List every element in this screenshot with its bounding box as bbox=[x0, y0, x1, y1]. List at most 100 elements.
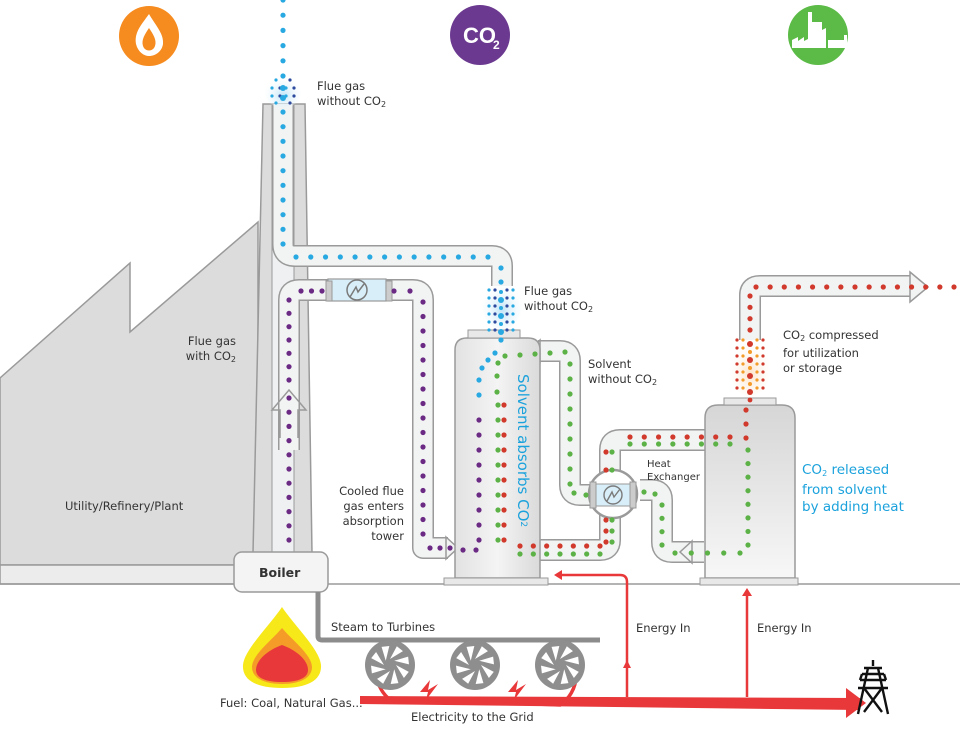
co2-flue-gas-dot bbox=[420, 400, 426, 407]
flue-gas-dot bbox=[492, 350, 498, 356]
solvent-dot bbox=[570, 551, 576, 557]
solvent-dot bbox=[495, 417, 501, 423]
flue-gas-dot bbox=[479, 365, 485, 371]
co2-released-line3: by adding heat bbox=[802, 499, 904, 515]
solvent-dot bbox=[745, 501, 751, 507]
co2-dot bbox=[880, 284, 886, 290]
flue-gas-dot bbox=[487, 312, 491, 316]
co2-flue-gas-dot bbox=[286, 509, 292, 515]
cooled-line3: absorption bbox=[342, 514, 404, 528]
flue-gas-dot bbox=[337, 254, 343, 260]
co2-dot bbox=[603, 539, 609, 545]
co2-flue-gas-dot bbox=[286, 438, 292, 444]
flue-gas-dot bbox=[280, 197, 286, 203]
tower-flue-gas-line1: Flue gas bbox=[524, 284, 573, 298]
co2-flue-gas-dot bbox=[473, 547, 479, 553]
solvent-dot bbox=[655, 441, 662, 447]
co2-flue-gas-dot bbox=[286, 494, 292, 500]
energy-in-line-1 bbox=[554, 570, 631, 697]
solvent-absorbs-text: Solvent absorbs CO bbox=[514, 374, 532, 522]
solvent-dot bbox=[659, 502, 665, 508]
co2-dot bbox=[761, 370, 765, 374]
co2-dot bbox=[741, 370, 745, 374]
flue-gas-dot bbox=[280, 85, 286, 91]
stack-flue-gas-line2: without CO bbox=[317, 94, 381, 108]
flue-gas-dot bbox=[505, 312, 509, 316]
solvent-dot bbox=[609, 517, 615, 523]
solvent-dot bbox=[672, 550, 678, 556]
co2-dot bbox=[603, 449, 609, 455]
co2-flue-gas-dot bbox=[420, 458, 426, 465]
co2-compressed-label: CO2 compressed for utilization or storag… bbox=[783, 328, 879, 376]
flue-gas-dot bbox=[493, 304, 497, 308]
co2-dot bbox=[735, 338, 739, 342]
co2-dot bbox=[684, 434, 690, 440]
solvent-dot bbox=[567, 466, 573, 472]
solvent-dot bbox=[495, 462, 501, 468]
co2-dot bbox=[741, 338, 745, 342]
co2-dot bbox=[755, 378, 759, 382]
solvent-dot bbox=[494, 373, 500, 379]
flue-gas-dot bbox=[288, 101, 292, 105]
solvent-dot bbox=[495, 360, 501, 366]
co2-dot bbox=[501, 447, 507, 453]
flue-gas-dot bbox=[308, 254, 314, 260]
co2-dot bbox=[743, 435, 749, 441]
co2-dot bbox=[517, 543, 523, 549]
flue-gas-dot bbox=[498, 329, 504, 335]
co2-dot bbox=[747, 293, 753, 299]
subscript: 2 bbox=[651, 378, 658, 387]
tower-flue-gas-label: Flue gas without CO2 bbox=[524, 284, 593, 317]
co2-flue-gas-dot bbox=[420, 502, 426, 508]
solvent-line1: Solvent bbox=[588, 357, 632, 371]
solvent-dot bbox=[688, 550, 694, 556]
heat-exchanger bbox=[587, 468, 639, 520]
co2-dot bbox=[748, 350, 752, 354]
co2-dot bbox=[747, 341, 753, 347]
solvent-line2: without CO bbox=[588, 372, 652, 386]
co2-flue-gas-dot bbox=[476, 537, 482, 543]
co2-text: CO bbox=[802, 462, 823, 478]
solvent-dot bbox=[684, 441, 690, 447]
solvent-dot bbox=[567, 481, 573, 487]
flow-dots bbox=[270, 0, 957, 557]
solvent-dot bbox=[567, 436, 573, 442]
solvent-dot bbox=[495, 432, 501, 438]
flue-gas-dot bbox=[487, 304, 491, 308]
solvent-without-co2-label: Solvent without CO2 bbox=[588, 357, 657, 390]
co2-dot bbox=[544, 543, 550, 549]
flue-gas-dot bbox=[280, 27, 286, 33]
co2-flue-gas-dot bbox=[286, 423, 292, 429]
co2-dot bbox=[603, 517, 609, 523]
flue-gas-dot bbox=[476, 392, 482, 398]
co2-dot bbox=[501, 417, 507, 423]
co2-flue-gas-dot bbox=[286, 537, 292, 543]
co2-dot bbox=[838, 284, 844, 290]
turbine-icon bbox=[450, 640, 500, 690]
flue-gas-dot bbox=[396, 254, 402, 260]
industry-icon bbox=[788, 5, 848, 65]
co2-dot bbox=[501, 402, 507, 408]
solvent-dot bbox=[567, 361, 573, 367]
flue-gas-dot bbox=[367, 254, 373, 260]
solvent-dot bbox=[495, 522, 501, 528]
solvent-dot bbox=[652, 491, 658, 497]
co2-released-label: CO2 released from solvent by adding heat bbox=[802, 462, 904, 516]
co2-dot bbox=[761, 354, 765, 358]
solvent-dot bbox=[502, 353, 508, 359]
co2-flue-gas-dot bbox=[420, 371, 426, 378]
co2-dot bbox=[748, 382, 752, 386]
flue-gas-dot bbox=[274, 78, 278, 82]
solvent-dot bbox=[567, 421, 573, 427]
co2-flue-gas-dot bbox=[420, 444, 426, 450]
flue-gas-dot bbox=[280, 138, 286, 144]
co2-icon: CO 2 bbox=[450, 5, 510, 65]
subscript: 2 bbox=[800, 334, 806, 343]
absorber-tower bbox=[443, 329, 549, 586]
co2-dot bbox=[735, 370, 739, 374]
turbine-icon bbox=[365, 640, 415, 690]
flue-gas-dot bbox=[322, 254, 329, 260]
steam-label: Steam to Turbines bbox=[331, 620, 436, 634]
co2-flue-gas-dot bbox=[420, 429, 426, 436]
flue-gas-dot bbox=[511, 328, 515, 332]
